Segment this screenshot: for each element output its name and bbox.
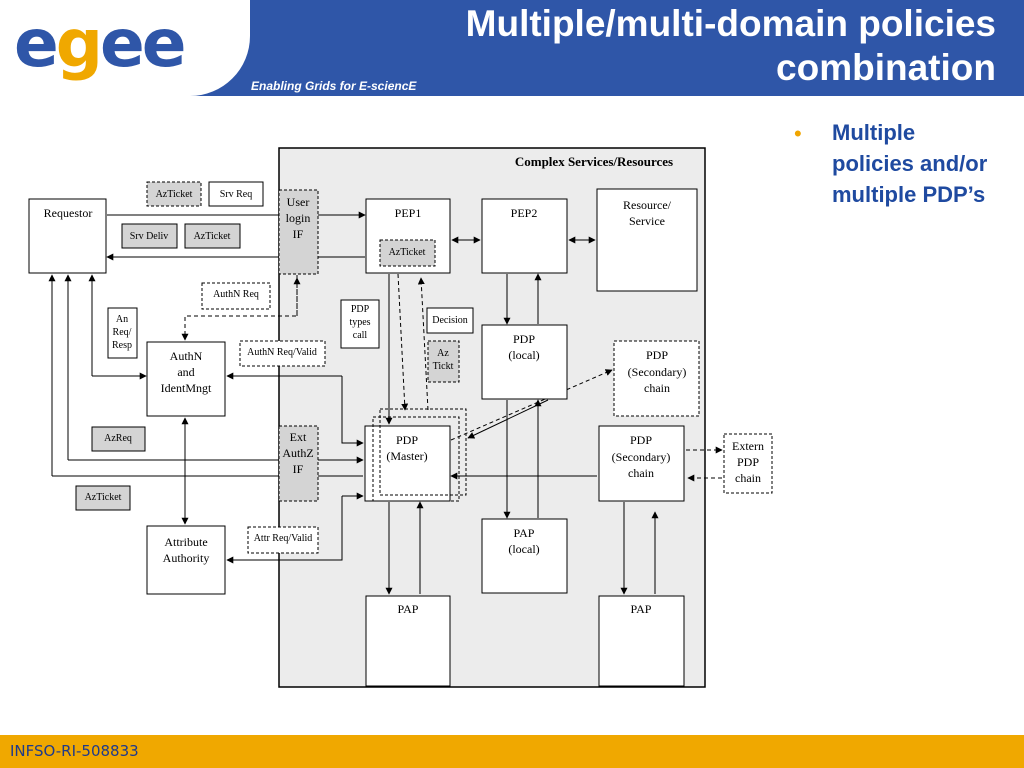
pap-right-label: PAP — [631, 602, 652, 616]
azticket-top-label: AzTicket — [156, 189, 193, 200]
pap-left-label: PAP — [398, 602, 419, 616]
azticket-bottom-label: AzTicket — [85, 492, 122, 503]
decision-box — [426, 307, 474, 334]
dashed-connectors — [181, 273, 723, 482]
pap-local-box — [481, 518, 568, 594]
azreq-box — [91, 426, 146, 452]
azticket-mid-label: AzTicket — [194, 231, 231, 242]
dashed-connector — [450, 369, 613, 441]
pdp-secondary-chain-label: PDP(Secondary)chain — [612, 433, 671, 480]
pdp-master-box — [364, 425, 451, 502]
azticket-top-box — [146, 181, 202, 207]
srv-req-label: Srv Req — [220, 189, 253, 200]
policy-diagram: Complex Services/Resources — [28, 147, 773, 688]
authn-req-label: AuthN Req — [213, 289, 259, 300]
decision-label: Decision — [432, 315, 468, 326]
srv-req-box — [208, 181, 264, 207]
authn-identmngt-box — [146, 341, 226, 417]
connector — [467, 399, 549, 439]
extern-pdp-chain-box — [723, 433, 773, 494]
az-tickt-box — [427, 340, 460, 383]
logo-letter: e — [100, 5, 145, 82]
attr-req-valid-box — [247, 526, 319, 554]
logo-panel: egee — [0, 0, 250, 96]
pep2-label: PEP2 — [511, 206, 538, 220]
pdp-local-box — [481, 324, 568, 400]
pdp-master-shadow-2 — [379, 408, 467, 496]
pdp-secondary-chain-box — [598, 425, 685, 502]
pep1-label: PEP1 — [395, 206, 422, 220]
pdp-master-label: PDP(Master) — [386, 433, 427, 463]
pdp-master-shadow-1 — [372, 416, 460, 502]
pap-left-box — [365, 595, 451, 687]
container-label: Complex Services/Resources — [515, 154, 673, 169]
pep2-box — [481, 198, 568, 274]
pdp-secondary-chain-top-label: PDP(Secondary)chain — [628, 348, 687, 395]
authn-req-box — [201, 282, 271, 310]
user-login-if-box — [278, 189, 319, 275]
logo-letter: e — [141, 5, 187, 82]
logo-letter: e — [14, 5, 59, 82]
logo-letter: g — [55, 5, 103, 82]
azreq-label: AzReq — [104, 433, 132, 444]
dashed-connector — [397, 273, 409, 411]
dashed-connector — [181, 275, 298, 341]
pdp-secondary-chain-top-box — [613, 340, 700, 417]
pdp-local-label: PDP(local) — [508, 332, 539, 362]
footer-project-id: INFSO-RI-508833 — [10, 742, 139, 760]
azticket-pep1-box — [379, 239, 436, 267]
pdp-types-call-box — [340, 299, 380, 349]
pap-right-box — [598, 595, 685, 687]
authn-req-valid-box — [239, 340, 326, 367]
resource-service-box — [596, 188, 698, 292]
bullet-text: Multiple policies and/or multiple PDP’s — [832, 120, 988, 207]
resource-service-label: Resource/Service — [623, 198, 672, 228]
an-req-resp-box — [107, 307, 138, 359]
footer-band: INFSO-RI-508833 — [0, 735, 1024, 768]
requestor-box — [28, 198, 107, 274]
dashed-connector — [417, 277, 429, 411]
tagline: Enabling Grids for E-sciencE — [251, 79, 417, 93]
attr-req-valid-label: Attr Req/Valid — [254, 533, 313, 544]
attribute-authority-box — [146, 525, 226, 595]
slide-title: Multiple/multi-domain policies combinati… — [465, 3, 996, 88]
connector — [341, 376, 364, 447]
azticket-mid-box — [184, 223, 241, 249]
egee-logo: egee — [14, 4, 187, 84]
connector — [226, 496, 343, 564]
requestor-label: Requestor — [44, 206, 93, 220]
bullet-marker: • — [794, 121, 802, 146]
ext-authz-if-box — [278, 425, 319, 502]
srv-deliv-label: Srv Deliv — [130, 231, 169, 242]
authn-req-valid-label: AuthN Req/Valid — [247, 347, 317, 358]
azticket-pep1-label: AzTicket — [389, 247, 426, 258]
pap-local-label: PAP(local) — [508, 526, 539, 556]
srv-deliv-box — [121, 223, 178, 249]
azticket-bottom-box — [75, 485, 131, 511]
